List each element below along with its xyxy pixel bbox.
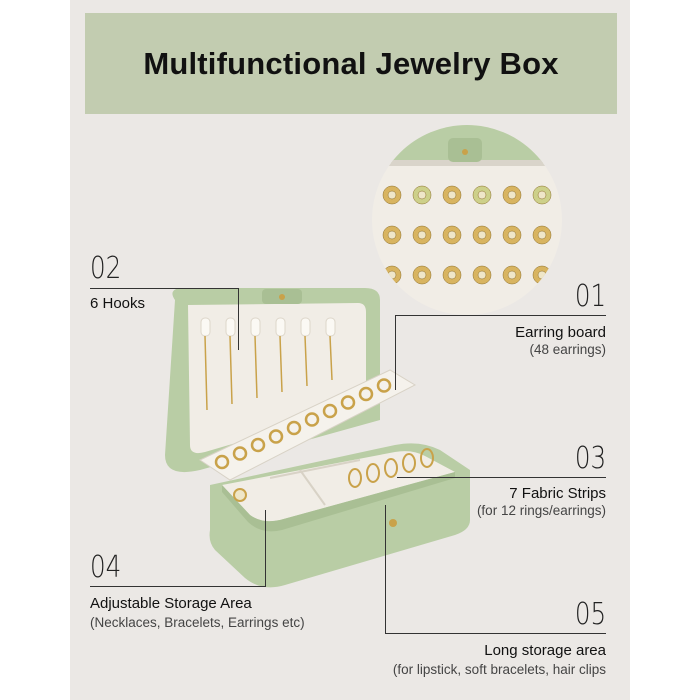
feature-03-leader-line (397, 477, 606, 478)
earring-gem-icon (387, 190, 397, 200)
feature-02-number: 02 (90, 251, 122, 286)
ring-icon (402, 453, 416, 473)
feature-04-title: Adjustable Storage Area (90, 595, 252, 612)
pearl-earring-icon (233, 488, 247, 502)
feature-02-title: 6 Hooks (90, 295, 146, 312)
earring-icon (340, 395, 356, 410)
ring-icon (348, 468, 362, 488)
ring-icon (420, 448, 434, 468)
feature-01-title: Earring board (515, 324, 606, 341)
feature-04-leader-line (90, 586, 266, 587)
feature-02-leader-line (90, 288, 238, 289)
feature-01-leader-line (395, 315, 606, 316)
earring-gem-icon (447, 230, 457, 240)
necklace-chain-icon (254, 335, 258, 399)
jewelry-box (165, 288, 471, 588)
feature-05-leader-line (385, 633, 606, 634)
divider-icon (269, 459, 361, 479)
feature-03-subtitle: (for 12 rings/earrings) (476, 503, 606, 518)
feature-04-leader-line-vertical (265, 510, 266, 587)
earring-icon (376, 378, 392, 393)
earring-gem-icon (477, 230, 487, 240)
hook-icon (300, 317, 311, 337)
earring-gem-icon (447, 270, 457, 280)
earring-gem-icon (387, 270, 397, 280)
earring-gem-icon (417, 230, 427, 240)
hook-icon (275, 317, 286, 337)
feature-04-subtitle: (Necklaces, Bracelets, Earrings etc) (90, 615, 305, 630)
feature-01-subtitle: (48 earrings) (529, 342, 606, 357)
earring-gem-icon (417, 270, 427, 280)
earring-icon (268, 429, 284, 444)
feature-03-title: 7 Fabric Strips (509, 485, 606, 502)
feature-01-number: 01 (574, 279, 606, 314)
earring-gem-icon (537, 270, 547, 280)
earring-board-closeup (372, 125, 562, 315)
feature-05-leader-line-vertical (385, 505, 386, 634)
earring-gem-icon (477, 190, 487, 200)
earring-gem-icon (507, 230, 517, 240)
hook-icon (200, 317, 211, 337)
earring-icon (358, 386, 374, 402)
necklace-chain-icon (279, 335, 283, 393)
necklace-chain-icon (329, 335, 333, 381)
page-title: Multifunctional Jewelry Box (143, 45, 559, 81)
earring-icon (286, 420, 302, 436)
feature-04-number: 04 (90, 550, 122, 585)
ring-icon (384, 458, 398, 478)
feature-03-number: 03 (574, 441, 606, 476)
feature-05-number: 05 (574, 597, 606, 632)
title-banner: Multifunctional Jewelry Box (85, 13, 617, 114)
earring-icon (232, 446, 248, 461)
hook-icon (225, 317, 236, 337)
earring-icon (250, 437, 266, 453)
feature-02-leader-line-vertical (238, 288, 239, 350)
earring-gem-icon (417, 190, 427, 200)
earring-icon (304, 412, 320, 427)
necklace-chain-icon (229, 335, 233, 405)
ring-icon (366, 463, 380, 483)
earring-icon (214, 454, 230, 470)
earring-icon (322, 403, 338, 419)
hook-icon (250, 317, 261, 337)
earring-gem-icon (507, 190, 517, 200)
hook-icon (325, 317, 336, 337)
earring-gem-icon (447, 190, 457, 200)
necklace-chain-icon (204, 335, 208, 411)
earring-gem-icon (477, 270, 487, 280)
divider-icon (299, 469, 326, 506)
feature-05-subtitle: (for lipstick, soft bracelets, hair clip… (392, 662, 606, 677)
earring-gem-icon (387, 230, 397, 240)
feature-05-title: Long storage area (484, 642, 606, 659)
feature-01-leader-line-vertical (395, 315, 396, 390)
necklace-chain-icon (304, 335, 308, 387)
earring-gem-icon (537, 190, 547, 200)
earring-gem-icon (537, 230, 547, 240)
earring-gem-icon (507, 270, 517, 280)
